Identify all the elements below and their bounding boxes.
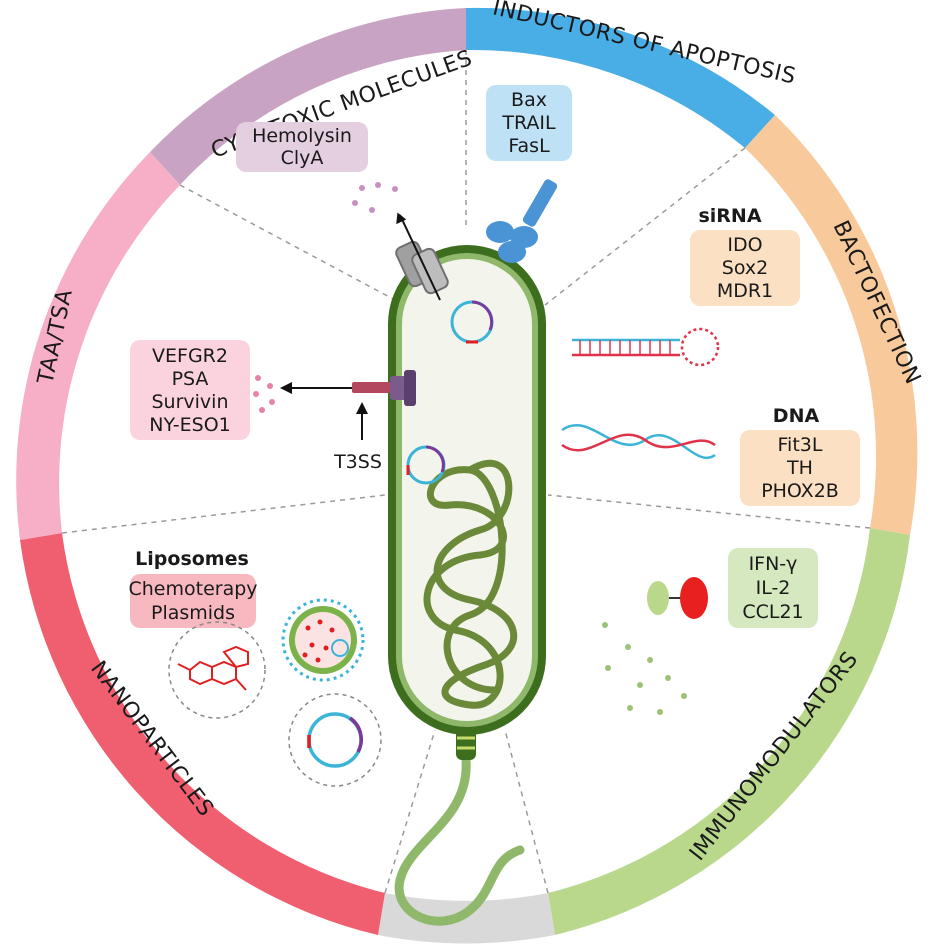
bacterium [388,245,546,926]
box-immuno-line-3: CCL21 [742,601,803,623]
box-taa [130,340,250,440]
sector-ring-taa-tsa [16,152,180,540]
dna-helix-icon [561,423,716,459]
protein-pore-icon [395,212,449,301]
box-taa-line-4: NY-ESO1 [149,414,231,436]
plasmid-zoom-circle [288,693,382,787]
box-apoptosis-line-1: Bax [511,89,547,111]
liposome-icon [281,598,365,682]
box-sirna-line-2: Sox2 [722,257,768,279]
immuno-particles [602,622,687,715]
sector-dividers [61,50,871,894]
sector-label-immunomodulators: IMMUNOMODULATORS [685,647,863,866]
box-sirna [690,230,800,306]
hairpin-rna-icon [572,327,720,367]
box-dna-line-3: PHOX2B [761,480,839,502]
antigen-particles [253,375,275,413]
plasmid-icon [450,300,494,344]
box-apoptosis [486,85,572,161]
box-dna-line-2: TH [786,457,813,479]
sector-ring-cytotoxic [150,8,466,185]
chromosome-icon [423,459,518,709]
box-nano-line-1: Chemoterapy [128,578,257,600]
plasmid-icon [307,712,363,768]
receptor-icon [486,179,558,263]
box-taa-line-3: Survivin [151,391,228,413]
box-cytotoxic [236,122,368,172]
heading-sirna: siRNA [698,205,761,227]
box-nano [130,574,256,628]
label-t3ss: T3SS [333,451,382,473]
sector-ring-apoptosis [466,7,775,149]
box-apoptosis-line-3: FasL [508,135,550,157]
sector-ring-grey [378,893,555,944]
flagellum-icon [394,755,525,926]
toxin-particles [352,182,398,213]
outer-ring [16,7,918,944]
plasmid-icon [406,445,446,485]
box-taa-line-2: PSA [172,368,209,390]
box-immuno-line-1: IFN-γ [749,553,798,575]
sector-ring-bactofection [745,115,918,535]
drug-zoom-circle [168,621,266,719]
cytokine-icon [647,577,708,619]
box-sirna-line-3: MDR1 [717,280,773,302]
box-sirna-line-1: IDO [727,234,762,256]
heading-dna: DNA [773,405,820,427]
box-taa-line-1: VEFGR2 [152,345,228,367]
sector-ring-nanoparticles [20,533,385,935]
box-cytotoxic-line-1: Hemolysin [252,125,352,147]
drug-molecule-icon [177,645,249,691]
box-dna-line-1: Fit3L [778,434,823,456]
box-immuno-line-2: IL-2 [756,577,791,599]
sector-ring-immunomodulators [548,528,910,935]
box-cytotoxic-line-2: ClyA [281,147,324,169]
heading-liposomes: Liposomes [135,548,249,570]
secretion-needle-icon [280,370,416,406]
box-nano-line-2: Plasmids [151,602,235,624]
box-dna [740,430,860,506]
box-immuno [728,548,818,628]
box-apoptosis-line-2: TRAIL [501,112,556,134]
